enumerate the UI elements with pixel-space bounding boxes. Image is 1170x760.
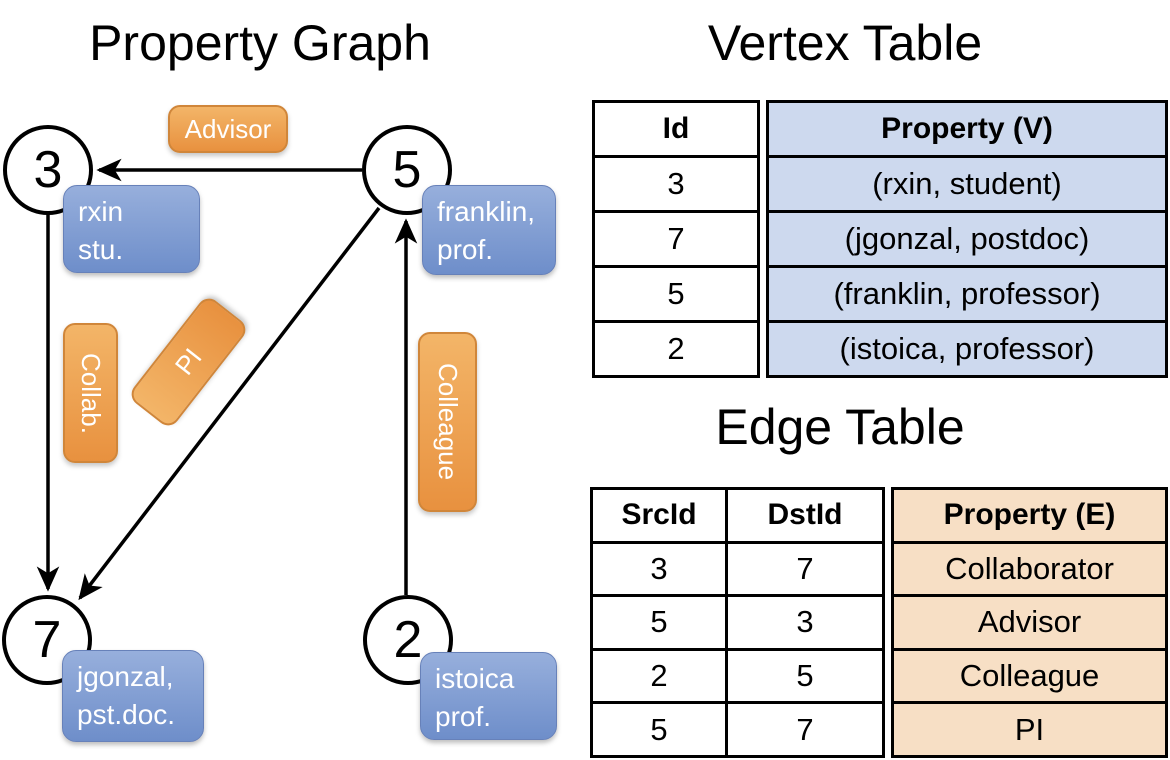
node-id: 2 bbox=[393, 611, 423, 669]
edge-table-cell-dstid: 7 bbox=[728, 701, 882, 755]
edge-table-title: Edge Table bbox=[715, 399, 965, 455]
edge-label-collab: Collab. bbox=[63, 323, 118, 463]
edge-table-cell-srcid: 3 bbox=[593, 540, 725, 595]
edge-table-cell-property: PI bbox=[894, 701, 1165, 755]
node-id: 3 bbox=[33, 141, 63, 199]
edge-table-header-property: Property (E) bbox=[894, 490, 1165, 541]
edge-table-cell-dstid: 3 bbox=[728, 594, 882, 648]
edge-table-cell-dstid: 5 bbox=[728, 647, 882, 702]
edge-table: SrcId 3 5 2 5 DstId 7 3 5 7 Property (E)… bbox=[590, 487, 1168, 758]
vertex-box-line2: stu. bbox=[78, 234, 124, 265]
vertex-box-franklin: franklin, prof. bbox=[422, 185, 556, 275]
property-graph-title: Property Graph bbox=[89, 15, 431, 71]
vertex-table-cell-id: 2 bbox=[595, 320, 757, 375]
vertex-box-istoica: istoica prof. bbox=[420, 652, 557, 740]
edge-label-colleague: Colleague bbox=[418, 332, 477, 512]
graph-node-5: 5 bbox=[362, 125, 452, 215]
edge-table-cell-srcid: 5 bbox=[593, 701, 725, 755]
vertex-table: Id 3 7 5 2 Property (V) (rxin, student) … bbox=[592, 100, 1168, 378]
edge-table-cell-srcid: 5 bbox=[593, 594, 725, 648]
edge-table-property-column: Property (E) Collaborator Advisor Collea… bbox=[891, 487, 1168, 758]
vertex-table-id-column: Id 3 7 5 2 bbox=[592, 100, 760, 378]
vertex-table-cell-property: (franklin, professor) bbox=[769, 265, 1165, 320]
vertex-box-line1: istoica bbox=[435, 663, 515, 694]
edge-table-header-dstid: DstId bbox=[767, 498, 843, 532]
node-id: 7 bbox=[32, 611, 62, 669]
vertex-table-property-column: Property (V) (rxin, student) (jgonzal, p… bbox=[766, 100, 1168, 378]
vertex-box-line2: prof. bbox=[437, 234, 494, 265]
vertex-table-cell-property: (jgonzal, postdoc) bbox=[769, 210, 1165, 265]
vertex-table-cell-id: 7 bbox=[595, 210, 757, 265]
node-id: 5 bbox=[392, 141, 422, 199]
vertex-box-line1: jgonzal, bbox=[77, 661, 174, 692]
vertex-table-cell-property: (istoica, professor) bbox=[769, 320, 1165, 375]
vertex-box-line1: rxin bbox=[78, 196, 124, 227]
vertex-box-jgonzal: jgonzal, pst.doc. bbox=[62, 650, 204, 742]
vertex-box-line1: franklin, bbox=[437, 196, 536, 227]
vertex-table-header-id: Id bbox=[662, 112, 690, 145]
edge-label-advisor: Advisor bbox=[168, 105, 288, 153]
edge-table-cell-srcid: 2 bbox=[593, 647, 725, 702]
edge-table-cell-property: Colleague bbox=[894, 647, 1165, 702]
edge-table-header-srcid: SrcId bbox=[621, 498, 697, 532]
vertex-table-title: Vertex Table bbox=[707, 15, 983, 71]
edge-table-cell-property: Collaborator bbox=[894, 540, 1165, 595]
edge-table-id-columns: SrcId 3 5 2 5 DstId 7 3 5 7 bbox=[590, 487, 885, 758]
edge-label-pi: PI bbox=[126, 293, 251, 431]
vertex-table-header-property: Property (V) bbox=[769, 103, 1165, 155]
vertex-box-line2: prof. bbox=[435, 701, 492, 732]
graph-node-3: 3 bbox=[3, 125, 93, 215]
vertex-table-cell-id: 3 bbox=[595, 155, 757, 210]
edge-table-cell-property: Advisor bbox=[894, 594, 1165, 648]
edge-table-dstid-column: DstId 7 3 5 7 bbox=[725, 490, 882, 755]
edge-table-srcid-column: SrcId 3 5 2 5 bbox=[593, 490, 725, 755]
vertex-box-rxin: rxin stu. bbox=[63, 185, 200, 273]
vertex-table-cell-property: (rxin, student) bbox=[769, 155, 1165, 210]
vertex-box-line2: pst.doc. bbox=[77, 699, 176, 730]
edge-table-cell-dstid: 7 bbox=[728, 540, 882, 595]
vertex-table-cell-id: 5 bbox=[595, 265, 757, 320]
